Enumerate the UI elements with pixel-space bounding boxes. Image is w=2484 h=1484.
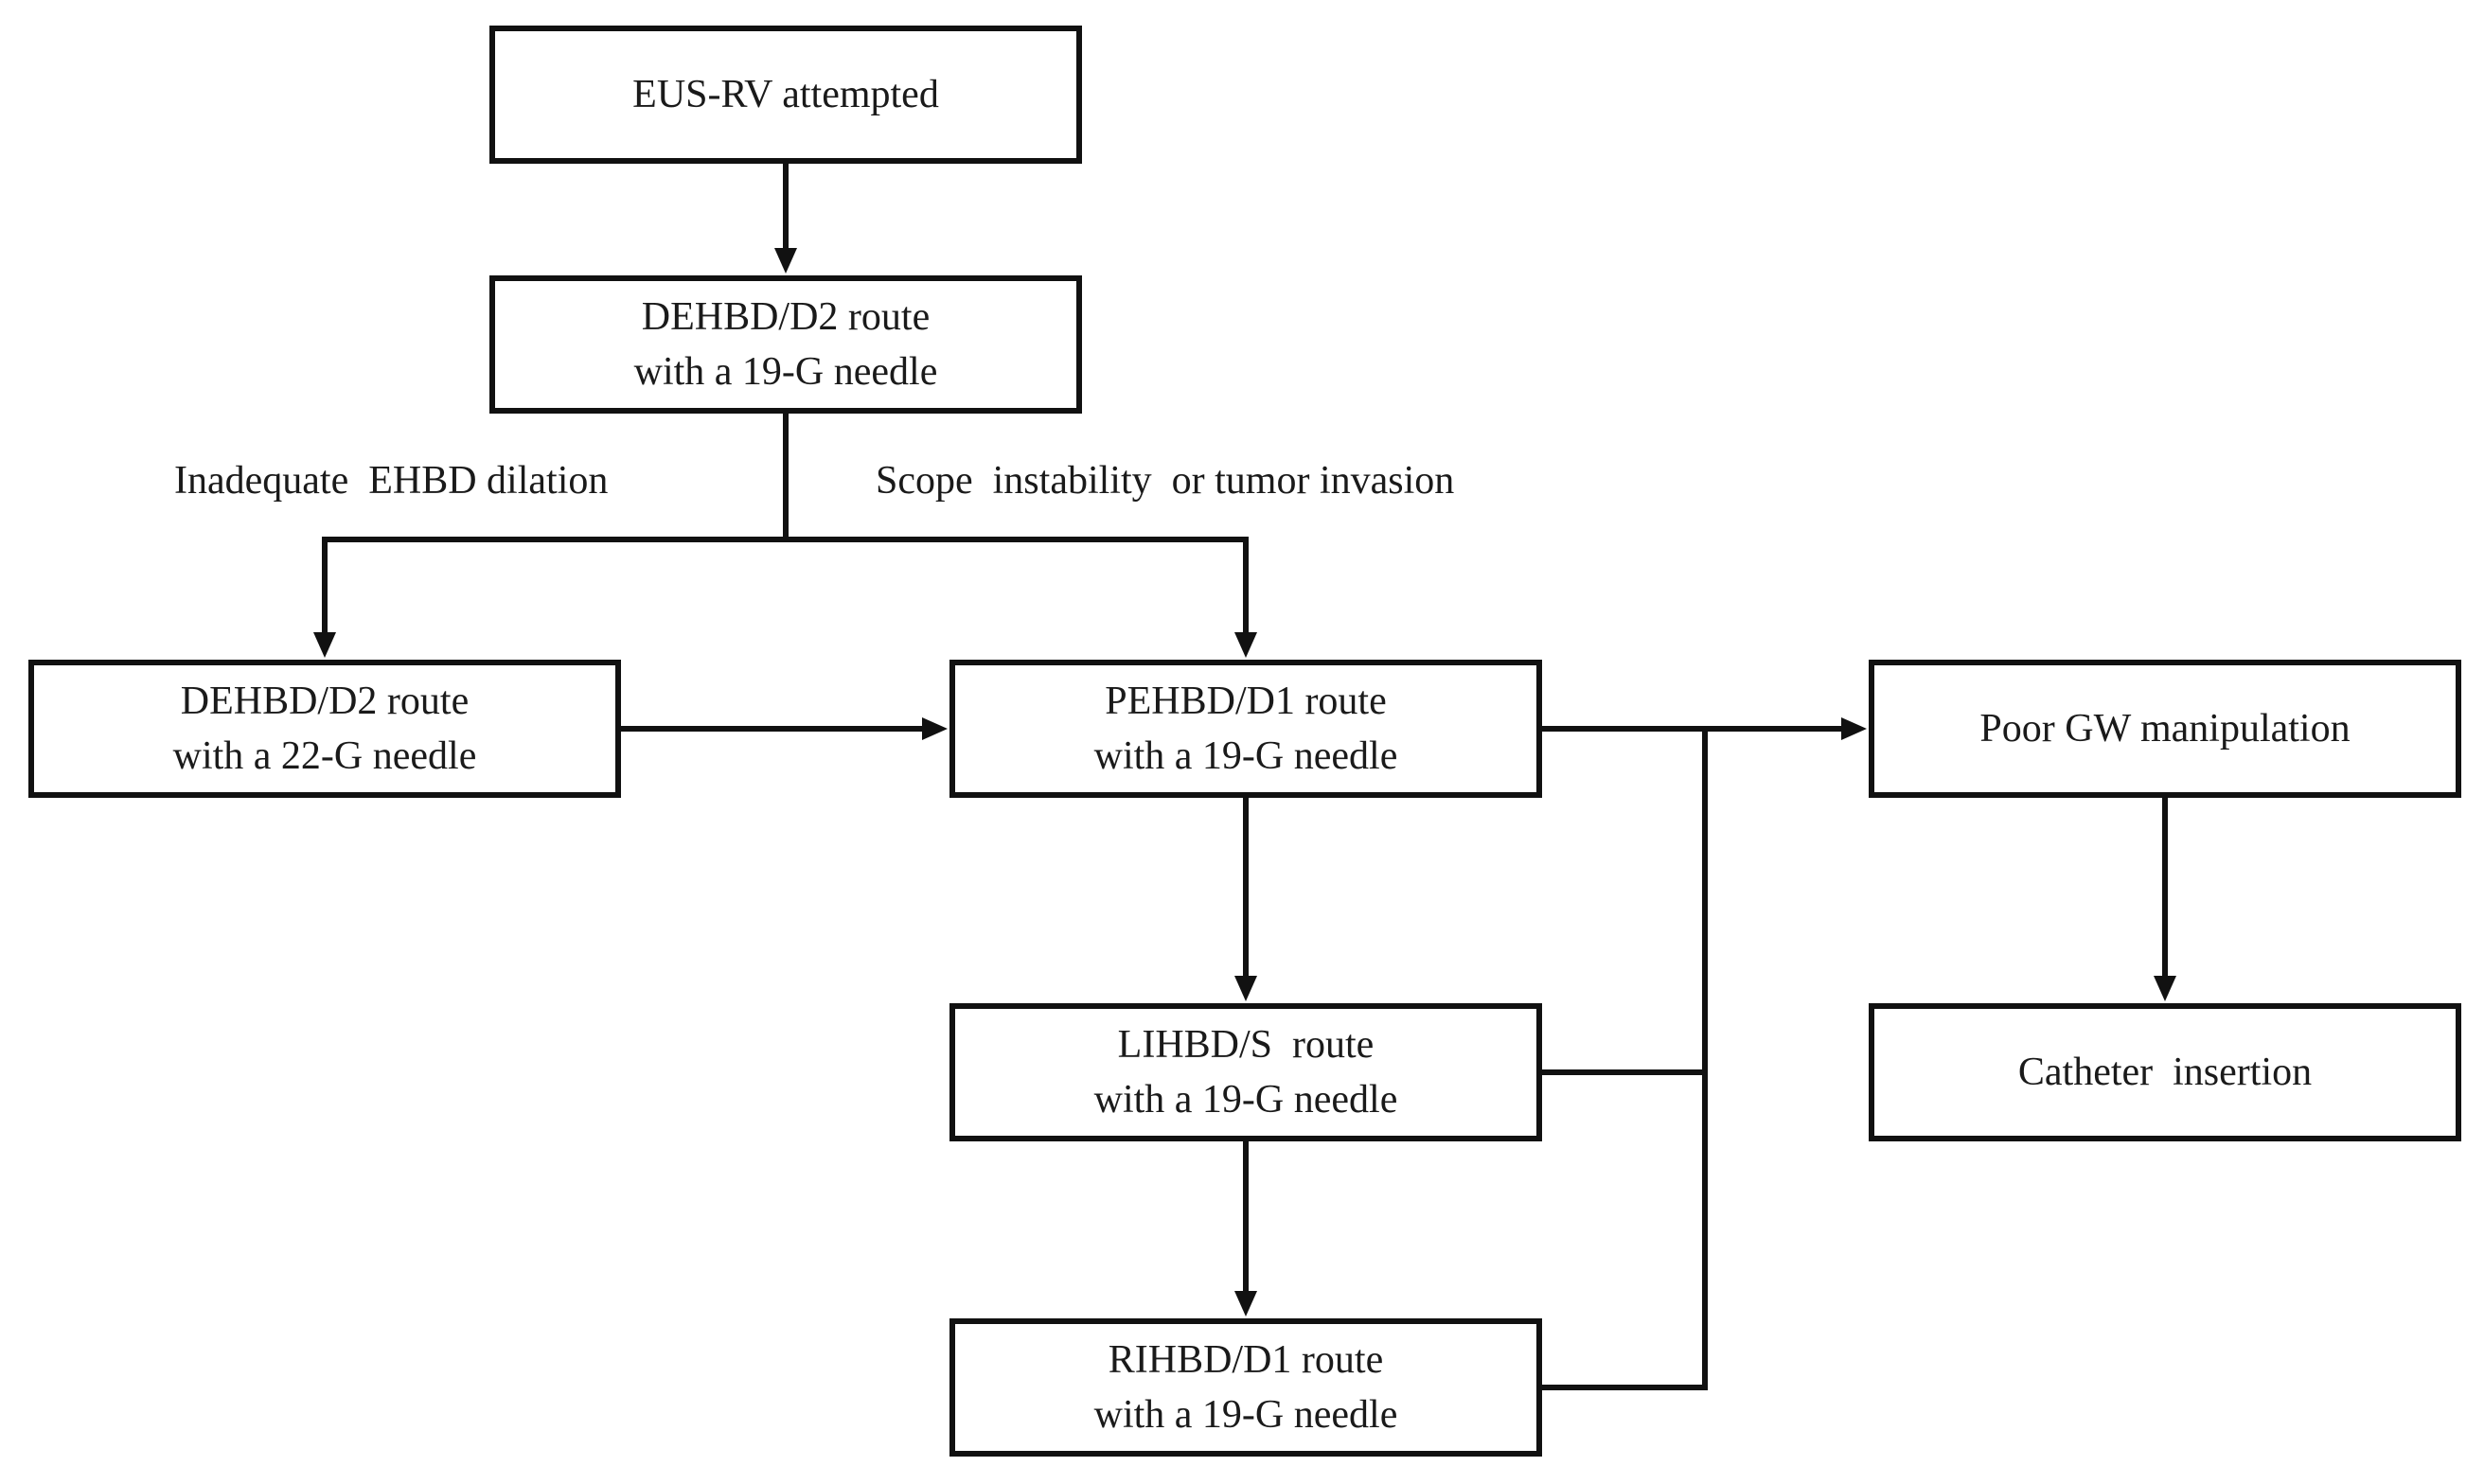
arrowhead-to-pehbd [1234,632,1257,658]
node-eus-rv-attempted: EUS-RV attempted [489,26,1082,164]
node-rihbd-d1-19g: RIHBD/D1 route with a 19-G needle [949,1318,1542,1457]
edge-label-inadequate-ehbd-dilation: Inadequate EHBD dilation [174,459,609,503]
node-eus-rv-line-1: EUS-RV attempted [632,73,939,116]
node-catheter-line-1: Catheter insertion [2017,1051,2313,1094]
node-pehbd-d1-19g-line-1: PEHBD/D1 route [1105,680,1387,723]
node-rihbd-d1-19g-line-1: RIHBD/D1 route [1108,1338,1384,1382]
node-lihbd-s-19g-line-2: with a 19-G needle [1093,1078,1398,1122]
arrowhead-gw-to-catheter [2154,976,2176,1001]
node-rihbd-d1-19g-line-2: with a 19-G needle [1093,1393,1398,1437]
node-dehbd-d2-22g-line-1: DEHBD/D2 route [180,680,470,723]
arrowhead-to-dehbd22 [313,632,336,658]
node-dehbd-d2-19g: DEHBD/D2 route with a 19-G needle [489,275,1082,414]
node-dehbd-d2-22g: DEHBD/D2 route with a 22-G needle [28,660,621,798]
arrowhead-pehbd-to-lihbd [1234,976,1257,1001]
node-poor-gw-line-1: Poor GW manipulation [1979,707,2351,751]
node-dehbd-d2-22g-line-2: with a 22-G needle [172,734,477,778]
node-poor-gw-manipulation: Poor GW manipulation [1869,660,2461,798]
arrowhead-eus-to-dehbd19 [774,248,797,274]
node-lihbd-s-19g-line-1: LIHBD/S route [1117,1023,1375,1067]
node-pehbd-d1-19g: PEHBD/D1 route with a 19-G needle [949,660,1542,798]
edge-label-scope-instability: Scope instability or tumor invasion [876,459,1455,503]
node-dehbd-d2-19g-line-2: with a 19-G needle [633,350,938,394]
arrowhead-to-poor-gw [1841,717,1867,740]
arrowhead-lihbd-to-rihbd [1234,1291,1257,1316]
node-dehbd-d2-19g-line-1: DEHBD/D2 route [641,295,931,339]
node-pehbd-d1-19g-line-2: with a 19-G needle [1093,734,1398,778]
node-lihbd-s-19g: LIHBD/S route with a 19-G needle [949,1003,1542,1141]
arrowhead-dehbd22-to-pehbd [922,717,948,740]
node-catheter-insertion: Catheter insertion [1869,1003,2461,1141]
